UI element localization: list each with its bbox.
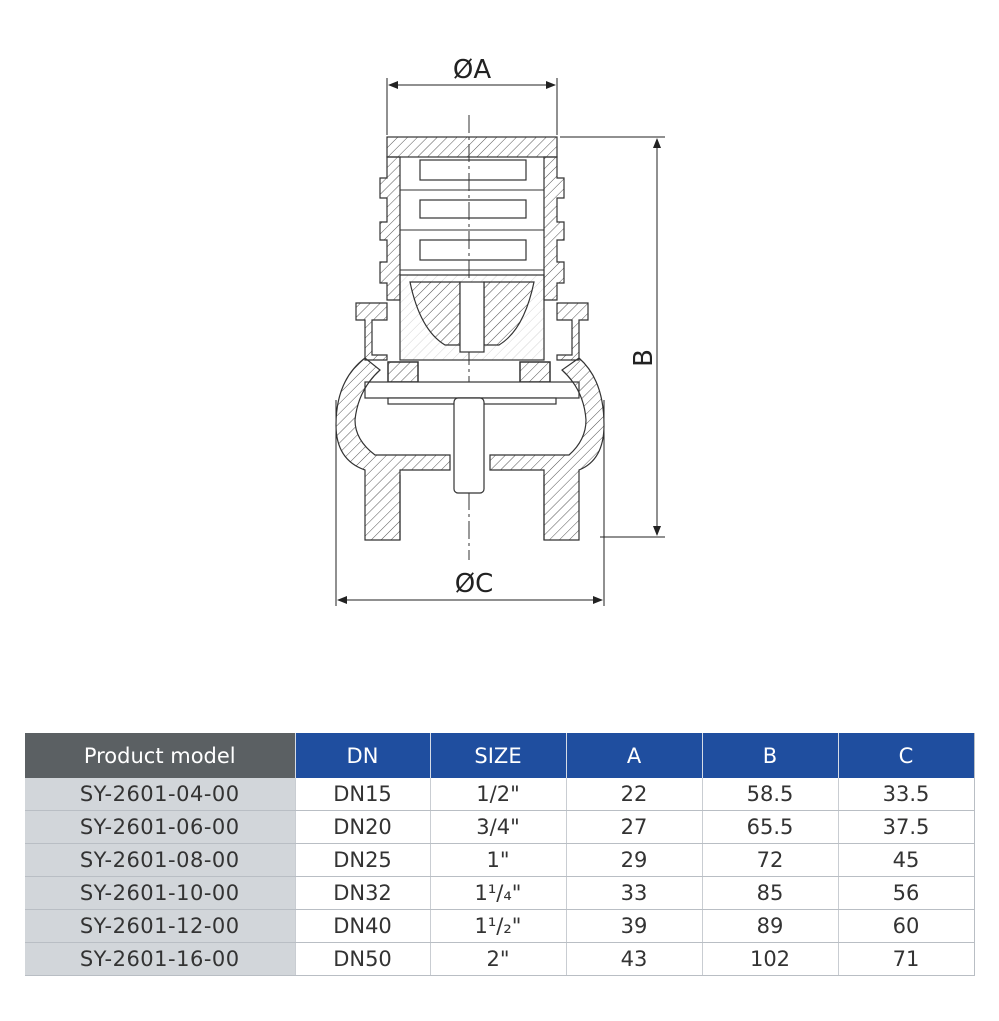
cell-a: 29	[566, 843, 703, 877]
cell-model: SY-2601-08-00	[25, 843, 296, 877]
cell-dn: DN15	[295, 778, 431, 811]
cell-dn: DN25	[295, 843, 431, 877]
cell-model: SY-2601-04-00	[25, 778, 296, 811]
table-row: SY-2601-12-00 DN40 1¹/₂" 39 89 60	[25, 909, 975, 943]
spec-table: Product model DN SIZE A B C SY-2601-04-0…	[25, 733, 975, 976]
dimension-b-label: B	[629, 349, 659, 367]
header-product-model: Product model	[25, 733, 296, 778]
cell-a: 33	[566, 876, 703, 910]
strainer	[379, 136, 565, 301]
dimension-a-label: ØA	[453, 55, 491, 85]
cell-a: 43	[566, 942, 703, 976]
cell-b: 58.5	[702, 778, 839, 811]
foot-valve-drawing: ØA B ØC	[335, 55, 665, 606]
table-row: SY-2601-04-00 DN15 1/2" 22 58.5 33.5	[25, 778, 975, 811]
table-row: SY-2601-08-00 DN25 1" 29 72 45	[25, 843, 975, 877]
cell-size: 2"	[430, 942, 567, 976]
cell-b: 85	[702, 876, 839, 910]
cell-model: SY-2601-06-00	[25, 810, 296, 844]
valve-disc	[355, 274, 589, 494]
cell-c: 56	[838, 876, 975, 910]
cell-size: 1¹/₄"	[430, 876, 567, 910]
cell-b: 102	[702, 942, 839, 976]
cell-dn: DN50	[295, 942, 431, 976]
cell-b: 65.5	[702, 810, 839, 844]
header-c: C	[838, 733, 975, 778]
header-a: A	[566, 733, 703, 778]
header-b: B	[702, 733, 839, 778]
cell-b: 72	[702, 843, 839, 877]
valve-body	[335, 357, 605, 541]
cell-c: 45	[838, 843, 975, 877]
cell-dn: DN32	[295, 876, 431, 910]
cell-model: SY-2601-16-00	[25, 942, 296, 976]
cell-model: SY-2601-12-00	[25, 909, 296, 943]
table-header-row: Product model DN SIZE A B C	[25, 733, 975, 778]
cell-size: 1/2"	[430, 778, 567, 811]
cell-a: 27	[566, 810, 703, 844]
cell-model: SY-2601-10-00	[25, 876, 296, 910]
table-row: SY-2601-10-00 DN32 1¹/₄" 33 85 56	[25, 876, 975, 910]
dimension-b: B	[560, 136, 665, 538]
cell-dn: DN20	[295, 810, 431, 844]
header-size: SIZE	[430, 733, 567, 778]
cell-size: 1¹/₂"	[430, 909, 567, 943]
header-dn: DN	[295, 733, 431, 778]
cell-c: 37.5	[838, 810, 975, 844]
dimension-c: ØC	[335, 400, 605, 606]
dimension-c-label: ØC	[455, 569, 494, 599]
cell-a: 39	[566, 909, 703, 943]
cell-size: 3/4"	[430, 810, 567, 844]
cell-dn: DN40	[295, 909, 431, 943]
cell-a: 22	[566, 778, 703, 811]
table-row: SY-2601-16-00 DN50 2" 43 102 71	[25, 942, 975, 976]
cell-size: 1"	[430, 843, 567, 877]
cell-c: 33.5	[838, 778, 975, 811]
cell-b: 89	[702, 909, 839, 943]
cell-c: 71	[838, 942, 975, 976]
table-row: SY-2601-06-00 DN20 3/4" 27 65.5 37.5	[25, 810, 975, 844]
cell-c: 60	[838, 909, 975, 943]
dimension-a: ØA	[386, 55, 558, 135]
